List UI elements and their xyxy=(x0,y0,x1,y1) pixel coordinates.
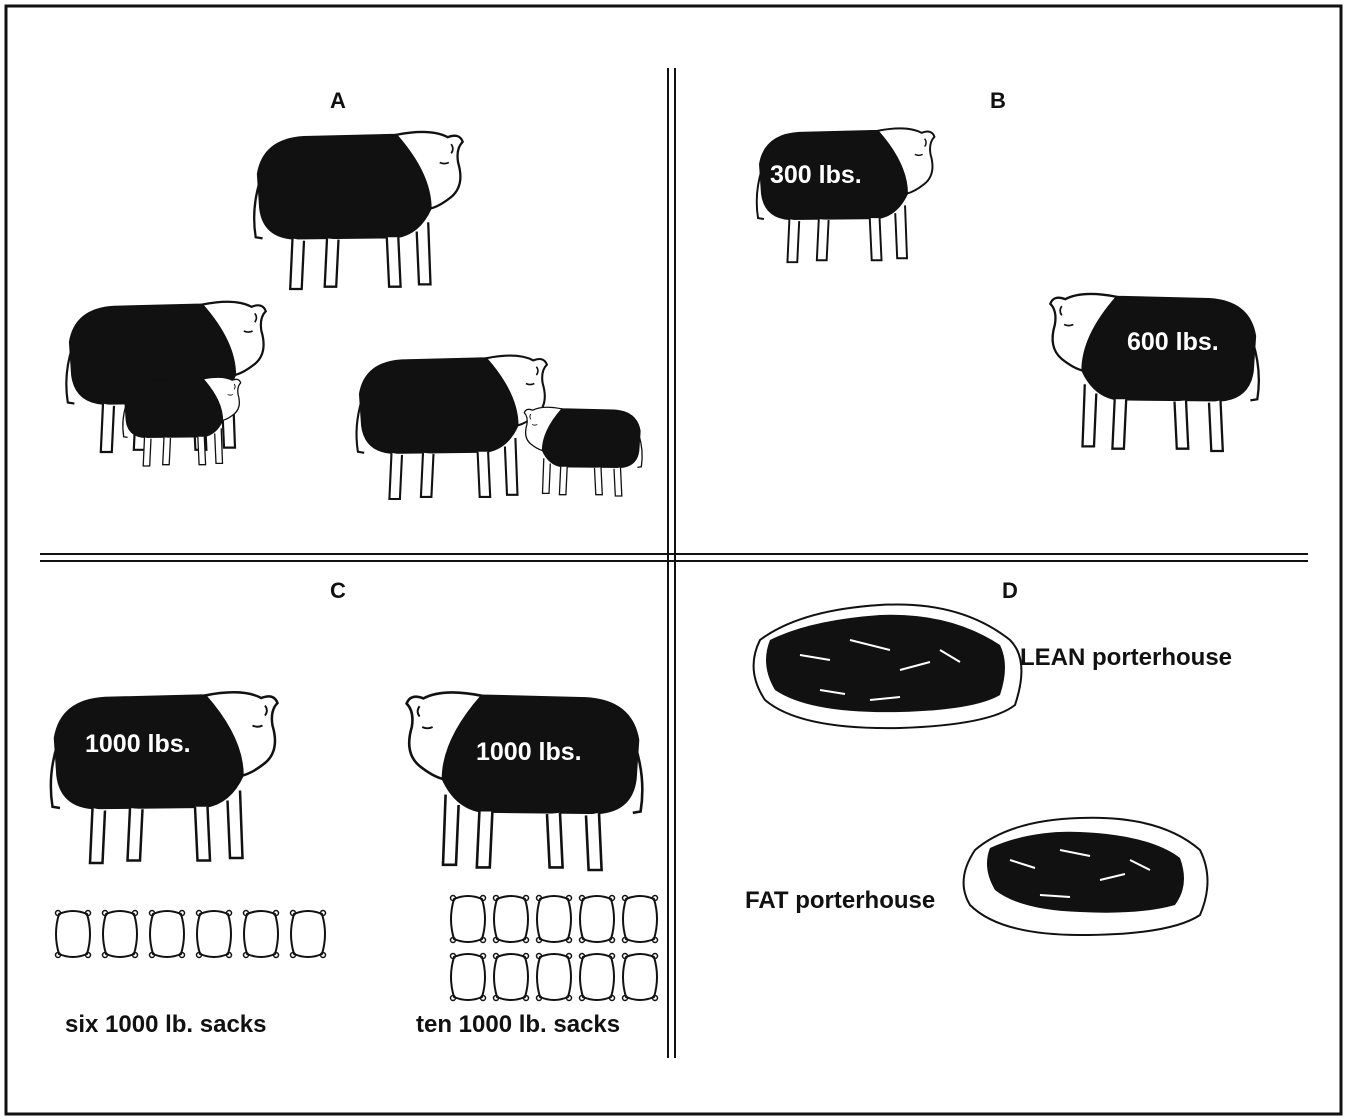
sack-icon xyxy=(580,954,615,1001)
sack-icon xyxy=(56,911,91,958)
sack-icon xyxy=(537,896,572,943)
panel-d: D LEAN porterhouse FAT porterhouse xyxy=(745,578,1232,935)
steer-icon xyxy=(1050,294,1259,451)
cow-icon xyxy=(51,692,278,863)
lean-porterhouse-label: LEAN porterhouse xyxy=(1020,644,1232,671)
sack-icon xyxy=(537,954,572,1001)
fat-porterhouse-label: FAT porterhouse xyxy=(745,887,935,914)
calf-icon xyxy=(524,407,642,496)
panel-c: C 1000 lbs. 1000 lbs. six 1000 lb. sacks… xyxy=(51,578,658,1038)
sack-icon xyxy=(623,954,658,1001)
sack-icon xyxy=(623,896,658,943)
panel-d-letter: D xyxy=(1002,578,1018,603)
right-sacks-caption: ten 1000 lb. sacks xyxy=(416,1011,620,1038)
calf-icon xyxy=(757,128,935,262)
sack-icon xyxy=(244,911,279,958)
sack-grid-right xyxy=(451,896,658,1001)
lean-porterhouse-steak xyxy=(754,604,1022,728)
cow-icon xyxy=(407,692,643,870)
panel-b: B 300 lbs. 600 lbs. xyxy=(757,88,1259,451)
panel-a: A xyxy=(66,88,642,499)
sack-icon xyxy=(494,954,529,1001)
fat-porterhouse-steak xyxy=(964,818,1208,935)
cow-icon xyxy=(254,132,463,289)
cow-icon xyxy=(357,356,547,499)
sack-icon xyxy=(197,911,232,958)
sack-icon xyxy=(580,896,615,943)
steer-weight-label: 600 lbs. xyxy=(1127,328,1219,356)
sack-icon xyxy=(451,896,486,943)
panel-b-letter: B xyxy=(990,88,1006,113)
vertical-divider xyxy=(668,68,675,1058)
sack-row-left xyxy=(56,911,326,958)
sack-icon xyxy=(451,954,486,1001)
left-sacks-caption: six 1000 lb. sacks xyxy=(65,1011,267,1038)
cow-right-weight-label: 1000 lbs. xyxy=(476,738,582,766)
panel-c-letter: C xyxy=(330,578,346,603)
calf-weight-label: 300 lbs. xyxy=(770,161,862,189)
panel-a-letter: A xyxy=(330,88,346,113)
sack-icon xyxy=(103,911,138,958)
sack-icon xyxy=(150,911,185,958)
sack-icon xyxy=(494,896,529,943)
cow-left-weight-label: 1000 lbs. xyxy=(85,730,191,758)
sack-icon xyxy=(291,911,326,958)
